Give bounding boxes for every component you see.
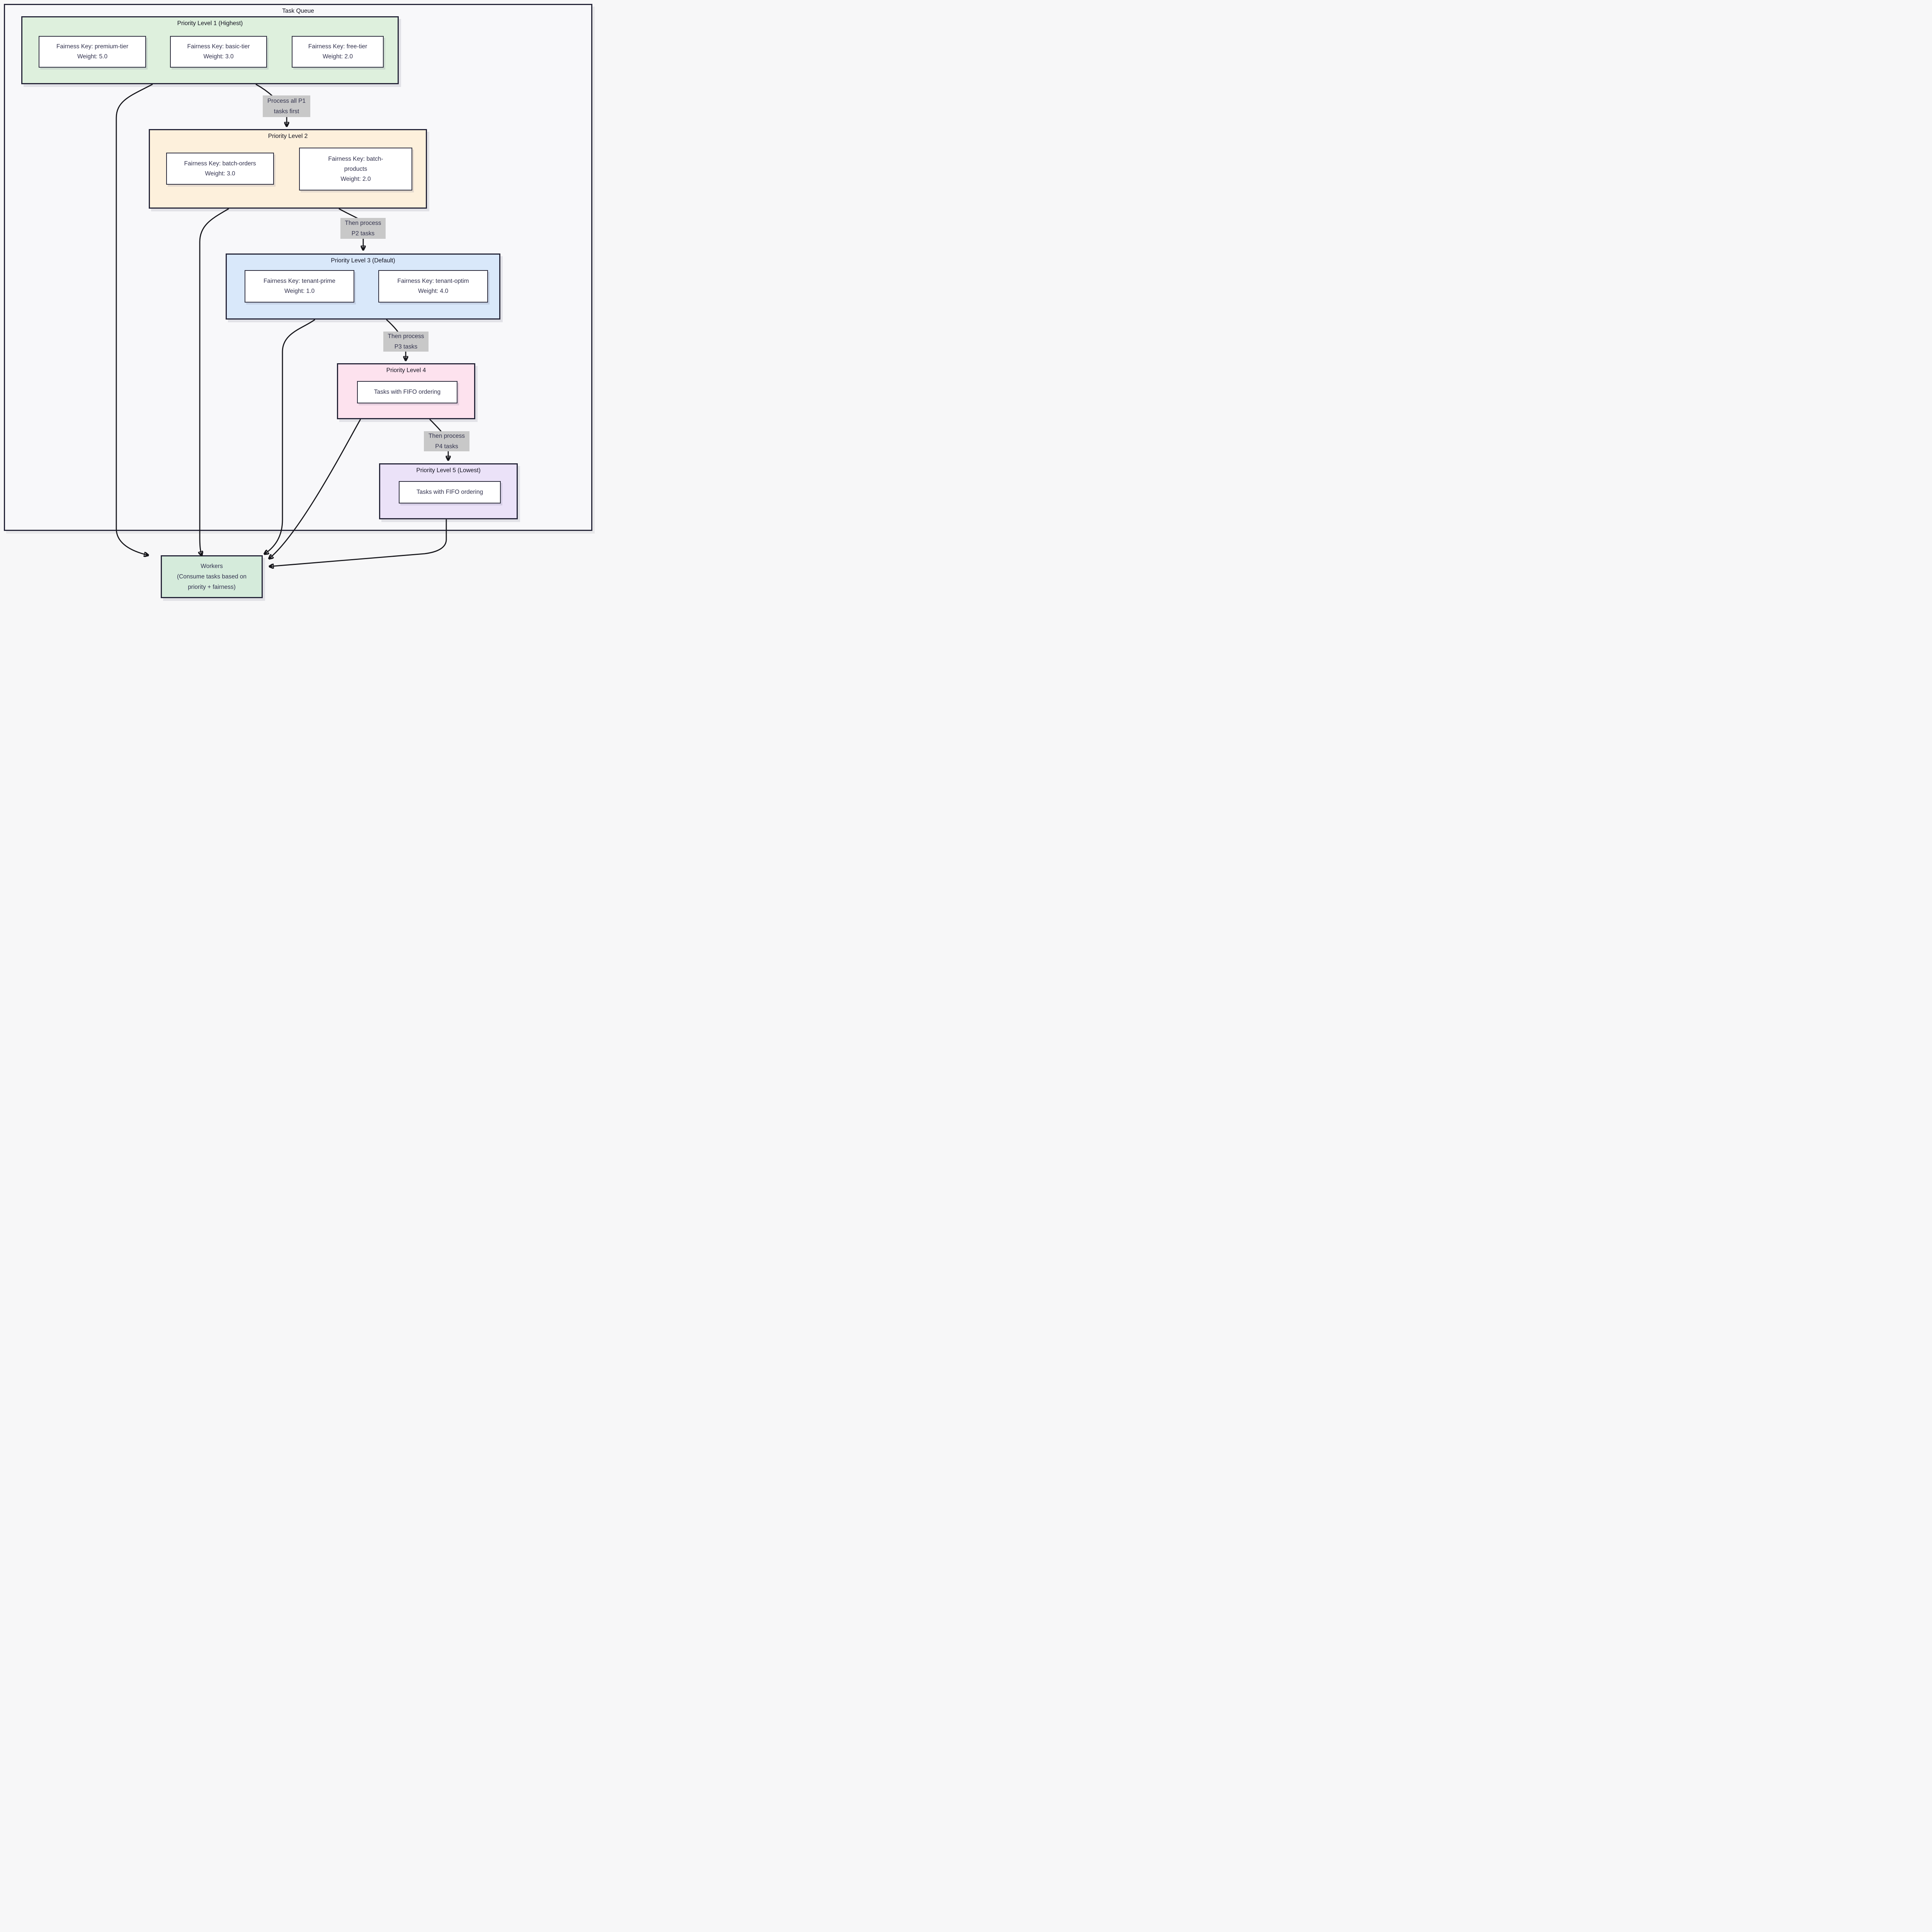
cluster-priority-level-2-title: Priority Level 2 (268, 133, 308, 139)
edge-label-line: P4 tasks (435, 443, 458, 450)
node-line: Weight: 1.0 (284, 288, 315, 294)
edge-label-line: P3 tasks (394, 344, 418, 350)
cluster-priority-level-4-title: Priority Level 4 (386, 367, 426, 374)
edge-label-line: P2 tasks (351, 230, 375, 237)
node-tenant-prime: Fairness Key: tenant-prime Weight: 1.0 (245, 270, 354, 303)
node-line: Fairness Key: tenant-optim (397, 278, 469, 284)
node-line: Fairness Key: tenant-prime (263, 278, 336, 284)
node-line: Weight: 3.0 (205, 170, 235, 177)
node-p4-fifo: Tasks with FIFO ordering (357, 381, 457, 403)
edge-label-line: Process all P1 (267, 98, 306, 104)
node-line: Workers (201, 563, 223, 570)
cluster-priority-level-1: Priority Level 1 (Highest) Fairness Key:… (21, 16, 399, 84)
node-line: Fairness Key: premium-tier (56, 43, 129, 50)
cluster-priority-level-5: Priority Level 5 (Lowest) Tasks with FIF… (379, 463, 518, 519)
node-batch-orders: Fairness Key: batch-orders Weight: 3.0 (166, 153, 274, 185)
cluster-priority-level-1-title: Priority Level 1 (Highest) (177, 20, 243, 27)
cluster-priority-level-3-title: Priority Level 3 (Default) (331, 257, 395, 264)
edge-label-then-process-p4: Then process P4 tasks (424, 431, 469, 451)
node-workers: Workers (Consume tasks based on priority… (161, 555, 263, 598)
cluster-task-queue-title: Task Queue (282, 8, 314, 14)
node-line: priority + fairness) (188, 584, 236, 590)
node-p5-fifo: Tasks with FIFO ordering (399, 481, 501, 503)
edge-label-line: tasks first (274, 108, 299, 115)
cluster-priority-level-3: Priority Level 3 (Default) Fairness Key:… (226, 253, 500, 320)
node-line: Tasks with FIFO ordering (374, 389, 441, 395)
node-line: Weight: 4.0 (418, 288, 449, 294)
cluster-priority-level-2: Priority Level 2 Fairness Key: batch-ord… (149, 129, 427, 209)
node-free-tier: Fairness Key: free-tier Weight: 2.0 (292, 36, 384, 68)
edge-label-line: Then process (345, 220, 381, 226)
edge-label-then-process-p3: Then process P3 tasks (383, 332, 429, 352)
node-basic-tier: Fairness Key: basic-tier Weight: 3.0 (170, 36, 267, 68)
node-line: Tasks with FIFO ordering (416, 489, 483, 495)
node-line: Weight: 5.0 (77, 53, 108, 60)
node-batch-products: Fairness Key: batch- products Weight: 2.… (299, 148, 412, 190)
node-line: Fairness Key: basic-tier (187, 43, 250, 50)
node-line: Fairness Key: batch-orders (184, 160, 256, 167)
edge-label-then-process-p2: Then process P2 tasks (340, 218, 386, 239)
node-premium-tier: Fairness Key: premium-tier Weight: 5.0 (39, 36, 146, 68)
edge-label-line: Then process (429, 433, 465, 439)
edge-label-line: Then process (388, 333, 424, 340)
edge-label-process-all-p1: Process all P1 tasks first (263, 95, 310, 117)
node-line: Fairness Key: batch- (328, 155, 383, 162)
node-line: Weight: 2.0 (340, 175, 371, 182)
cluster-priority-level-4: Priority Level 4 Tasks with FIFO orderin… (337, 363, 475, 419)
cluster-priority-level-5-title: Priority Level 5 (Lowest) (416, 467, 481, 474)
node-line: Weight: 3.0 (203, 53, 234, 60)
node-line: Weight: 2.0 (322, 53, 353, 60)
node-line: (Consume tasks based on (177, 573, 247, 580)
node-tenant-optim: Fairness Key: tenant-optim Weight: 4.0 (378, 270, 488, 303)
diagram-canvas: Task Queue Priority Level 1 (Highest) Fa… (0, 0, 596, 601)
node-line: Fairness Key: free-tier (308, 43, 367, 50)
node-line: products (344, 165, 367, 172)
